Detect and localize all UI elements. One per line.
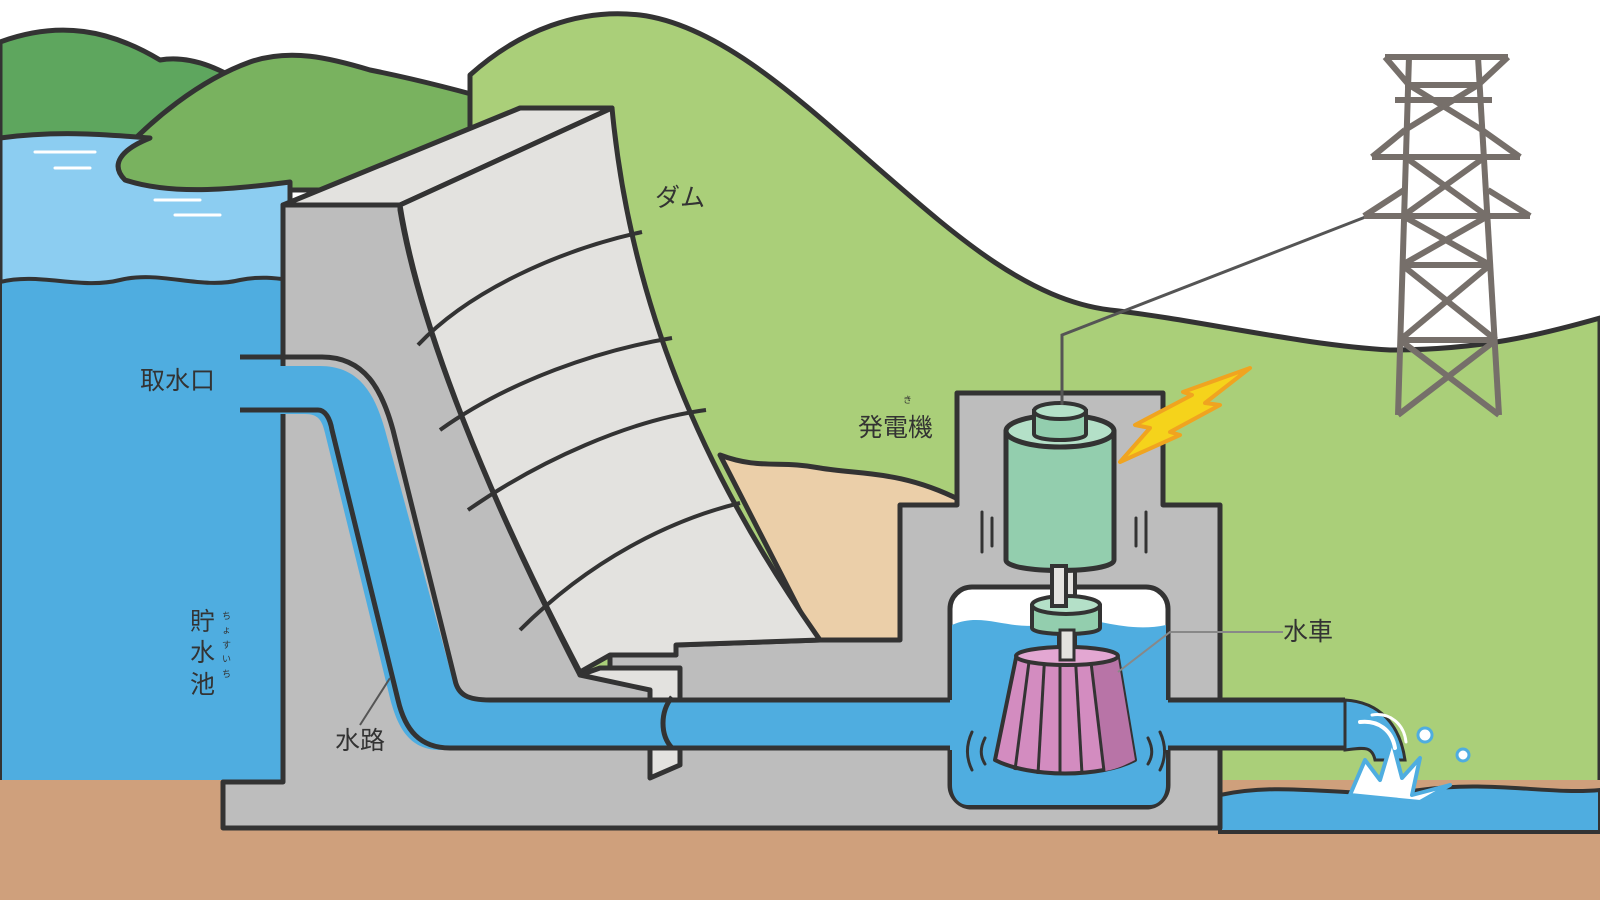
reservoir-ruby-3: ち — [222, 669, 232, 680]
waterwheel-label: 水車 — [1283, 617, 1334, 646]
reservoir-ruby: ちょ すい ち — [222, 610, 234, 682]
transmission-tower-icon — [1362, 54, 1532, 418]
generator-ruby: き — [903, 396, 913, 406]
reservoir-char-2: 水 — [190, 638, 216, 668]
reservoir-char-3: 池 — [190, 669, 216, 699]
dam-label: ダム — [655, 183, 706, 212]
reservoir-ruby-1: ちょ — [222, 612, 232, 637]
vibration-marks — [966, 510, 1166, 772]
waterway-leader — [359, 677, 391, 726]
dam-face — [397, 105, 823, 675]
power-line — [1060, 214, 1369, 405]
outflow-outline — [1168, 697, 1345, 751]
waterway-outline-bottom — [240, 407, 680, 751]
waterway-outline-top — [240, 354, 950, 703]
reservoir-char-1: 貯 — [190, 607, 216, 636]
generator — [1003, 401, 1117, 608]
lightning-icon — [1118, 366, 1252, 464]
water-splash-icon — [1348, 713, 1471, 804]
waterwheel-leader — [1117, 631, 1283, 673]
reservoir-ruby-2: すい — [222, 640, 232, 666]
dam-bands — [416, 230, 741, 632]
waterwheel — [993, 628, 1137, 776]
reservoir-surface — [0, 131, 293, 293]
intake-label: 取水口 — [140, 366, 216, 395]
generator-label: 発電機 — [858, 413, 934, 442]
waterway — [240, 366, 1345, 750]
tunnel-cap — [660, 695, 675, 750]
reservoir-water — [0, 275, 292, 784]
water-ripples — [33, 150, 222, 217]
waterway-label: 水路 — [335, 726, 386, 755]
reservoir-label: 貯 水 池 — [190, 606, 218, 700]
river-downstream — [1218, 784, 1600, 834]
